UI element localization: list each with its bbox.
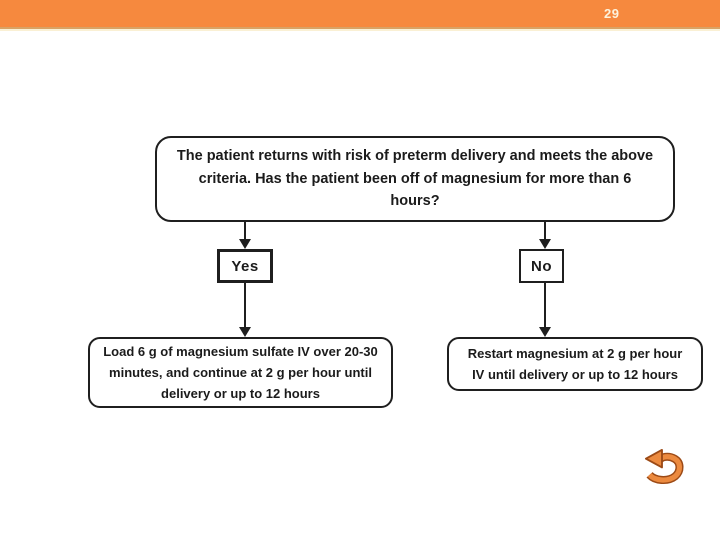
slide-top-bar <box>0 0 720 27</box>
arrow-question-to-yes <box>239 222 251 249</box>
top-bar-accent-line <box>0 27 720 29</box>
flow-no-box: No <box>519 249 564 283</box>
flow-question-box: The patient returns with risk of preterm… <box>155 136 675 222</box>
arrow-no-to-restart <box>539 283 551 337</box>
flow-question-text: The patient returns with risk of preterm… <box>176 147 654 210</box>
flow-load-text: Load 6 g of magnesium sulfate IV over 20… <box>103 343 378 402</box>
return-arrow-button[interactable] <box>640 447 684 485</box>
flow-no-label: No <box>531 257 552 275</box>
top-bar-highlight-line <box>0 29 720 31</box>
arrow-question-to-no <box>539 222 551 249</box>
flow-yes-box: Yes <box>217 249 273 283</box>
flow-load-box: Load 6 g of magnesium sulfate IV over 20… <box>88 337 393 408</box>
page-number: 29 <box>604 6 620 21</box>
flow-yes-label: Yes <box>231 257 259 275</box>
flow-restart-box: Restart magnesium at 2 g per hour IV unt… <box>447 337 703 391</box>
return-arrow-icon <box>644 448 684 484</box>
flow-restart-text: Restart magnesium at 2 g per hour IV unt… <box>467 345 683 382</box>
arrow-yes-to-load <box>239 283 251 337</box>
